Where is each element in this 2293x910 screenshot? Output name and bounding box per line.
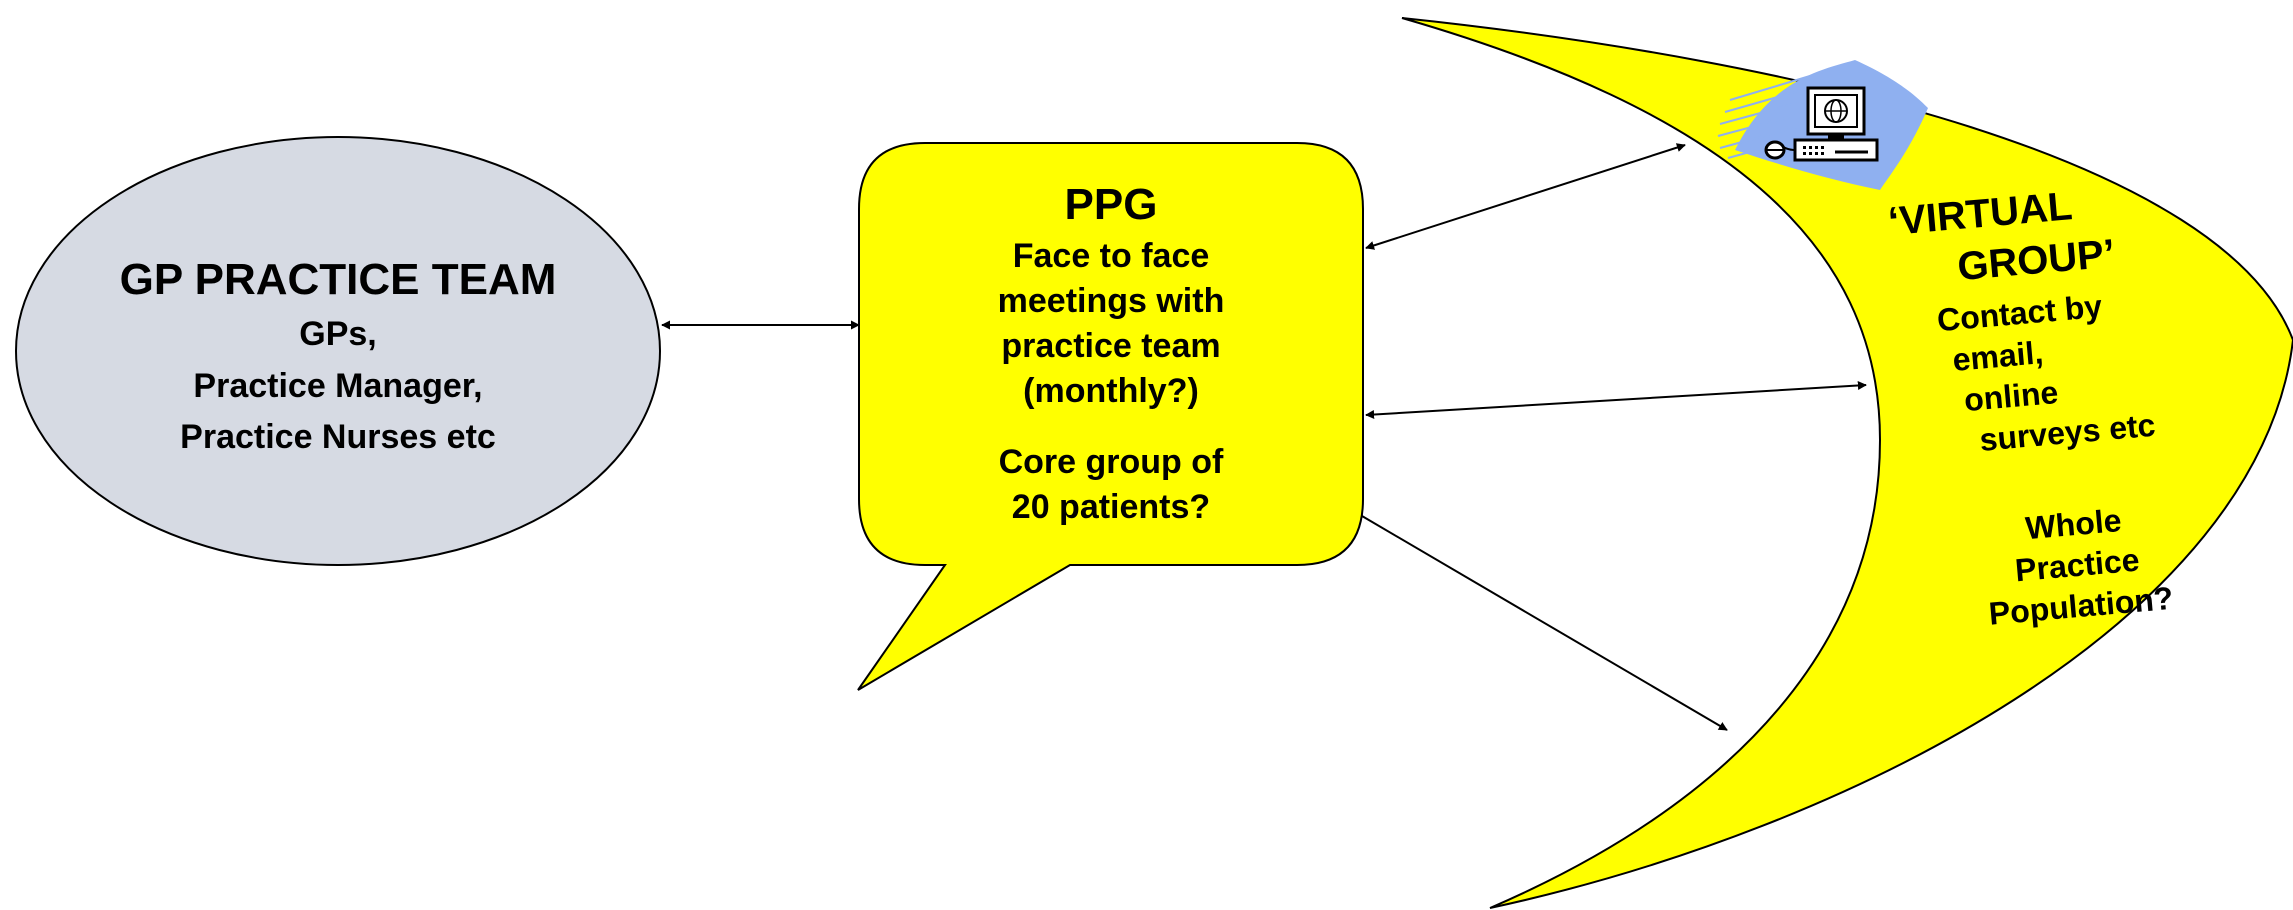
virtual-group-contact-line: email, [1951,334,2045,378]
virtual-group-text: ‘VIRTUAL GROUP’ Contact by email, online… [1886,184,2174,632]
ppg-core-line: 20 patients? [1012,488,1210,526]
gp-practice-team-ellipse [15,136,661,566]
gp-team-line: GPs, [299,315,376,353]
ppg-line: Face to face [1013,237,1210,275]
connector-ppg-virtual-top [1365,143,1686,250]
gp-team-line: Practice Manager, [193,367,482,405]
virtual-group-contact-line: online [1963,374,2060,418]
ppg-speech-callout [857,142,1364,691]
gp-team-text: GP PRACTICE TEAM GPs, Practice Manager, … [120,255,557,456]
ppg-line: meetings with [998,282,1225,320]
virtual-group-population-line: Whole [2024,502,2123,546]
gp-team-line: Practice Nurses etc [180,418,496,456]
ppg-text: PPG Face to face meetings with practice … [998,180,1225,526]
connector-ppg-virtual-middle [1365,380,1867,420]
ppg-title: PPG [1065,180,1158,229]
ppg-core-line: Core group of [999,443,1224,481]
ppg-line: (monthly?) [1023,372,1199,410]
virtual-group-crescent [1401,17,2293,909]
gp-team-title: GP PRACTICE TEAM [120,255,557,304]
ppg-line: practice team [1001,327,1220,365]
connector-ppg-virtual-bottom [1361,515,1728,731]
computer-globe-icon [1717,60,1928,190]
